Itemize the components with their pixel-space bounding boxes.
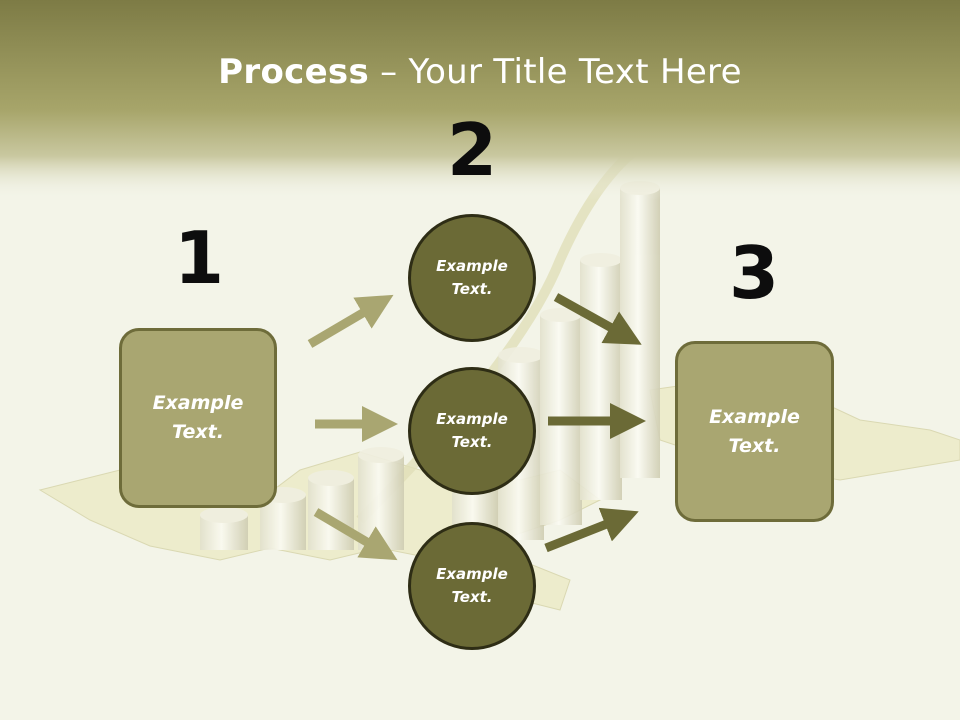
step-box-1-line1: Example bbox=[152, 392, 244, 414]
arrow-box1-to-circle-top bbox=[307, 294, 394, 348]
step-number-2: 2 bbox=[446, 108, 498, 192]
step-circle-top-line1: Example bbox=[436, 257, 508, 275]
arrow-circle-top-to-box3 bbox=[553, 293, 642, 345]
step-circle-top: Example Text. bbox=[408, 214, 536, 342]
step-circle-middle-line1: Example bbox=[436, 410, 508, 428]
step-circle-middle-line2: Text. bbox=[451, 433, 493, 451]
step-circle-middle: Example Text. bbox=[408, 367, 536, 495]
step-circle-top-line2: Text. bbox=[451, 280, 493, 298]
step-box-3-line2: Text. bbox=[728, 434, 781, 457]
header-band bbox=[0, 0, 960, 200]
step-circle-bottom: Example Text. bbox=[408, 522, 536, 650]
step-circle-bottom-line1: Example bbox=[436, 565, 508, 583]
title-bold: Process bbox=[218, 52, 370, 92]
step-circle-bottom-line2: Text. bbox=[451, 588, 493, 606]
title-rest: – Your Title Text Here bbox=[369, 52, 742, 92]
step-box-3: Example Text. bbox=[675, 341, 834, 522]
step-box-1: Example Text. bbox=[119, 328, 277, 508]
arrow-box1-to-circle-bottom bbox=[313, 508, 398, 561]
step-number-1: 1 bbox=[173, 216, 225, 300]
step-number-3: 3 bbox=[728, 231, 780, 315]
arrow-circle-bottom-to-box3 bbox=[544, 507, 639, 553]
slide-title: Process – Your Title Text Here bbox=[0, 52, 960, 92]
step-box-3-line1: Example bbox=[709, 405, 800, 428]
step-box-1-line2: Text. bbox=[172, 421, 224, 443]
